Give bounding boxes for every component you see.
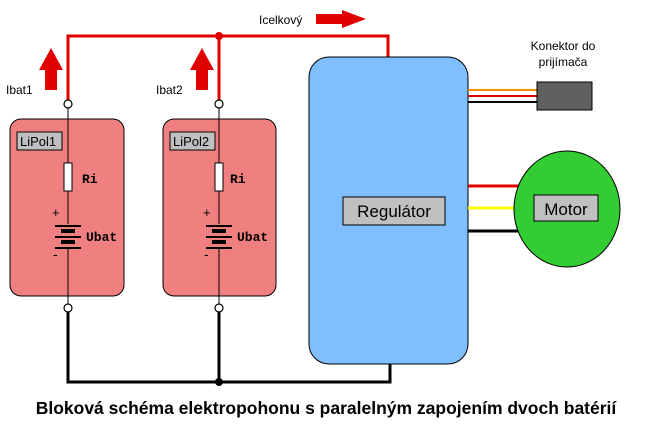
battery-2-minus: -: [204, 246, 209, 262]
battery-2-voltage-label: Ubat: [237, 230, 268, 245]
battery-2-resistor-label: Ri: [230, 172, 246, 187]
positive-wire-top: [66, 34, 390, 104]
receiver-connector: [536, 81, 593, 111]
connector-label-line-2: prijímača: [539, 55, 588, 69]
positive-junction: [215, 32, 223, 40]
battery-2-label-box: [169, 131, 216, 151]
battery-2-label: LiPol2: [173, 134, 209, 149]
battery-1-resistor-label: Ri: [82, 172, 98, 187]
regulator-label: Regulátor: [357, 202, 431, 221]
current-total-label: Icelkový: [259, 13, 302, 27]
battery-2: LiPol2 Ri + - Ubat: [162, 99, 277, 313]
battery-1-label: LiPol1: [20, 134, 56, 149]
current-total-arrow-icon: [316, 10, 366, 28]
battery-1: LiPol1 Ri + - Ubat: [9, 99, 125, 313]
current-bat2-label: Ibat2: [156, 83, 183, 97]
battery-1-terminal-negative: [63, 303, 73, 313]
negative-wire: [66, 308, 392, 384]
current-bat1-label: Ibat1: [6, 83, 33, 97]
current-bat1-arrow-icon: [39, 48, 63, 90]
battery-2-terminal-positive: [214, 99, 224, 109]
battery-1-label-box: [16, 131, 63, 151]
current-bat2-arrow-icon: [190, 48, 214, 90]
connector-label-line-1: Konektor do: [531, 39, 596, 53]
receiver-signal-wires: [468, 89, 537, 103]
connector-label: Konektor do prijímača: [531, 39, 596, 69]
battery-2-plus: +: [203, 205, 211, 220]
battery-1-plus: +: [52, 205, 60, 220]
battery-1-minus: -: [53, 246, 58, 262]
motor-label-box: [533, 194, 599, 222]
battery-2-cell-symbol: [206, 225, 232, 249]
battery-1-voltage-label: Ubat: [86, 230, 117, 245]
regulator-label-box: [342, 196, 446, 226]
battery-1-body: [9, 118, 125, 297]
positive-bus: [66, 34, 390, 104]
battery-1-cell-symbol: [55, 225, 81, 249]
diagram-caption: Bloková schéma elektropohonu s paralelný…: [35, 398, 617, 418]
motor-wires: [468, 184, 520, 233]
negative-junction: [215, 378, 223, 386]
battery-2-terminal-negative: [214, 303, 224, 313]
battery-1-resistor: [63, 162, 73, 192]
motor-label: Motor: [544, 200, 588, 219]
battery-2-resistor: [214, 162, 224, 192]
battery-1-terminal-positive: [63, 99, 73, 109]
